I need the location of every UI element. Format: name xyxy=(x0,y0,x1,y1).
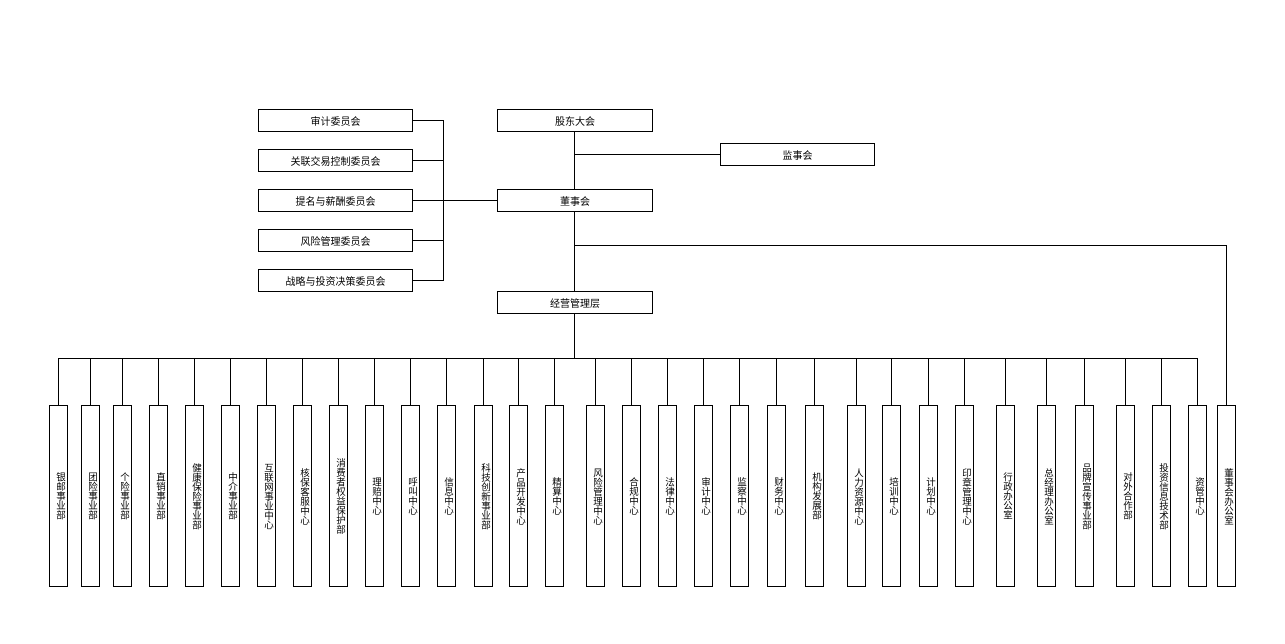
department-box: 信息中心 xyxy=(437,405,456,587)
connector-supervisory xyxy=(574,154,720,155)
department-connector xyxy=(58,358,59,405)
department-connector xyxy=(158,358,159,405)
department-connector xyxy=(338,358,339,405)
department-box: 人力资源中心 xyxy=(847,405,866,587)
department-connector xyxy=(446,358,447,405)
committee-audit: 审计委员会 xyxy=(258,109,413,132)
committee-strategy: 战略与投资决策委员会 xyxy=(258,269,413,292)
department-box: 计划中心 xyxy=(919,405,938,587)
department-connector xyxy=(703,358,704,405)
department-connector xyxy=(518,358,519,405)
department-connector xyxy=(856,358,857,405)
management-box: 经营管理层 xyxy=(497,291,653,314)
department-box: 法律中心 xyxy=(658,405,677,587)
department-box: 产品开发中心 xyxy=(509,405,528,587)
committee-nomination: 提名与薪酬委员会 xyxy=(258,189,413,212)
board-office-box: 董事会办公室 xyxy=(1217,405,1236,587)
department-connector xyxy=(964,358,965,405)
connector-committee-5 xyxy=(412,280,444,281)
department-connector xyxy=(595,358,596,405)
department-box: 直销事业部 xyxy=(149,405,168,587)
department-box: 银邮事业部 xyxy=(49,405,68,587)
department-connector xyxy=(891,358,892,405)
department-connector xyxy=(194,358,195,405)
department-connector xyxy=(928,358,929,405)
department-box: 品牌宣传事业部 xyxy=(1075,405,1094,587)
department-box: 健康保险事业部 xyxy=(185,405,204,587)
connector-department-bus xyxy=(58,358,1198,359)
supervisory-board-box: 监事会 xyxy=(720,143,875,166)
department-box: 精算中心 xyxy=(545,405,564,587)
department-connector xyxy=(374,358,375,405)
department-connector xyxy=(230,358,231,405)
department-connector xyxy=(814,358,815,405)
department-box: 投资信息技术部 xyxy=(1152,405,1171,587)
department-connector xyxy=(1046,358,1047,405)
department-connector xyxy=(122,358,123,405)
department-box: 审计中心 xyxy=(694,405,713,587)
department-box: 对外合作部 xyxy=(1116,405,1135,587)
connector-committee-1 xyxy=(412,120,444,121)
department-connector xyxy=(554,358,555,405)
connector-committees-board xyxy=(443,200,498,201)
department-box: 消费者权益保护部 xyxy=(329,405,348,587)
department-box: 理赔中心 xyxy=(365,405,384,587)
department-box: 呼叫中心 xyxy=(401,405,420,587)
department-connector xyxy=(667,358,668,405)
connector-committee-2 xyxy=(412,160,444,161)
connector-shareholders-board xyxy=(574,132,575,189)
department-box: 团险事业部 xyxy=(81,405,100,587)
department-box: 总经理办公室 xyxy=(1037,405,1056,587)
department-box: 中介事业部 xyxy=(221,405,240,587)
shareholders-meeting-box: 股东大会 xyxy=(497,109,653,132)
board-of-directors-box: 董事会 xyxy=(497,189,653,212)
department-box: 行政办公室 xyxy=(996,405,1015,587)
department-box: 互联网事业中心 xyxy=(257,405,276,587)
department-box: 监察中心 xyxy=(730,405,749,587)
department-connector xyxy=(1197,358,1198,405)
department-box: 合规中心 xyxy=(622,405,641,587)
connector-management-bus xyxy=(574,314,575,358)
connector-board-management xyxy=(574,211,575,292)
department-box: 个险事业部 xyxy=(113,405,132,587)
department-box: 风险管理中心 xyxy=(586,405,605,587)
department-box: 核保客服中心 xyxy=(293,405,312,587)
department-connector xyxy=(1161,358,1162,405)
department-connector xyxy=(302,358,303,405)
department-connector xyxy=(631,358,632,405)
department-connector xyxy=(266,358,267,405)
department-box: 机构发展部 xyxy=(805,405,824,587)
connector-board-office-drop xyxy=(1226,245,1227,405)
department-connector xyxy=(776,358,777,405)
department-connector xyxy=(410,358,411,405)
department-connector xyxy=(1005,358,1006,405)
committee-related-party: 关联交易控制委员会 xyxy=(258,149,413,172)
committee-risk: 风险管理委员会 xyxy=(258,229,413,252)
department-box: 科技创新事业部 xyxy=(474,405,493,587)
connector-committee-4 xyxy=(412,240,444,241)
department-connector xyxy=(739,358,740,405)
connector-board-office xyxy=(574,245,1227,246)
department-box: 印章管理中心 xyxy=(955,405,974,587)
department-box: 培训中心 xyxy=(882,405,901,587)
department-box: 资管中心 xyxy=(1188,405,1207,587)
department-connector xyxy=(90,358,91,405)
department-connector xyxy=(1125,358,1126,405)
connector-committee-3 xyxy=(412,200,444,201)
department-connector xyxy=(1084,358,1085,405)
department-box: 财务中心 xyxy=(767,405,786,587)
department-connector xyxy=(483,358,484,405)
